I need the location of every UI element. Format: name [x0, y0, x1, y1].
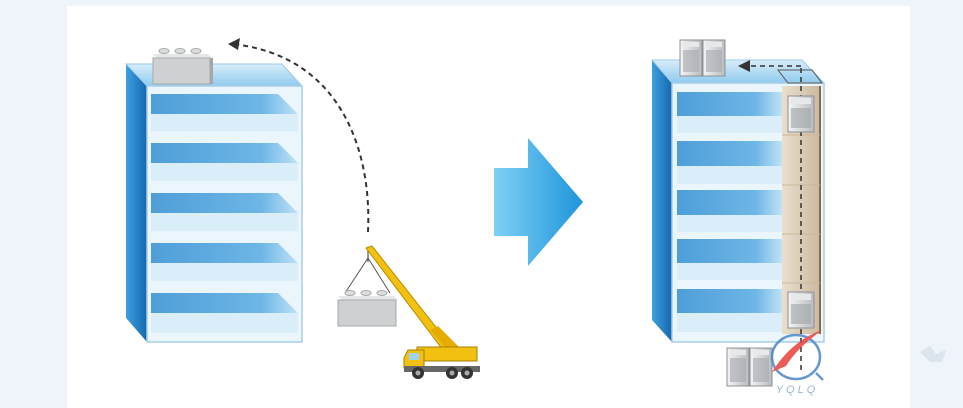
- shaft-lift-arrowhead-icon: [738, 60, 750, 72]
- watermark-text: YQLQ: [775, 384, 819, 396]
- left-building-side-wall: [126, 64, 147, 342]
- lifting-path-arrowhead-icon: [228, 38, 240, 50]
- right-building-floors: [677, 92, 782, 332]
- decorative-mark: [920, 346, 946, 362]
- floor: [677, 239, 782, 280]
- crane: [344, 245, 480, 379]
- floor: [677, 289, 782, 332]
- rooftop-outdoor-units: [679, 39, 726, 77]
- left-building-roof: [124, 63, 304, 87]
- right-building-roof: [650, 59, 826, 84]
- transition-arrow-icon: [494, 138, 583, 266]
- right-building-side-wall: [652, 60, 672, 342]
- right-building: [650, 39, 826, 370]
- floor: [151, 243, 298, 281]
- left-building-floors: [151, 94, 298, 333]
- suspended-unit-block: [337, 290, 398, 327]
- lifting-path-dashed-line: [231, 43, 370, 233]
- watermark-logo: [770, 330, 824, 381]
- floor: [151, 143, 298, 181]
- shaft-unit-top: [787, 95, 815, 133]
- shaft-unit-bottom: [787, 291, 815, 329]
- floor: [151, 293, 298, 333]
- floor: [677, 190, 782, 232]
- floor: [151, 193, 298, 231]
- rooftop-unit-block: [152, 48, 213, 85]
- ground-outdoor-units: [726, 347, 773, 387]
- floor: [151, 94, 298, 131]
- left-building: [124, 48, 304, 343]
- floor: [677, 92, 782, 133]
- floor: [677, 141, 782, 184]
